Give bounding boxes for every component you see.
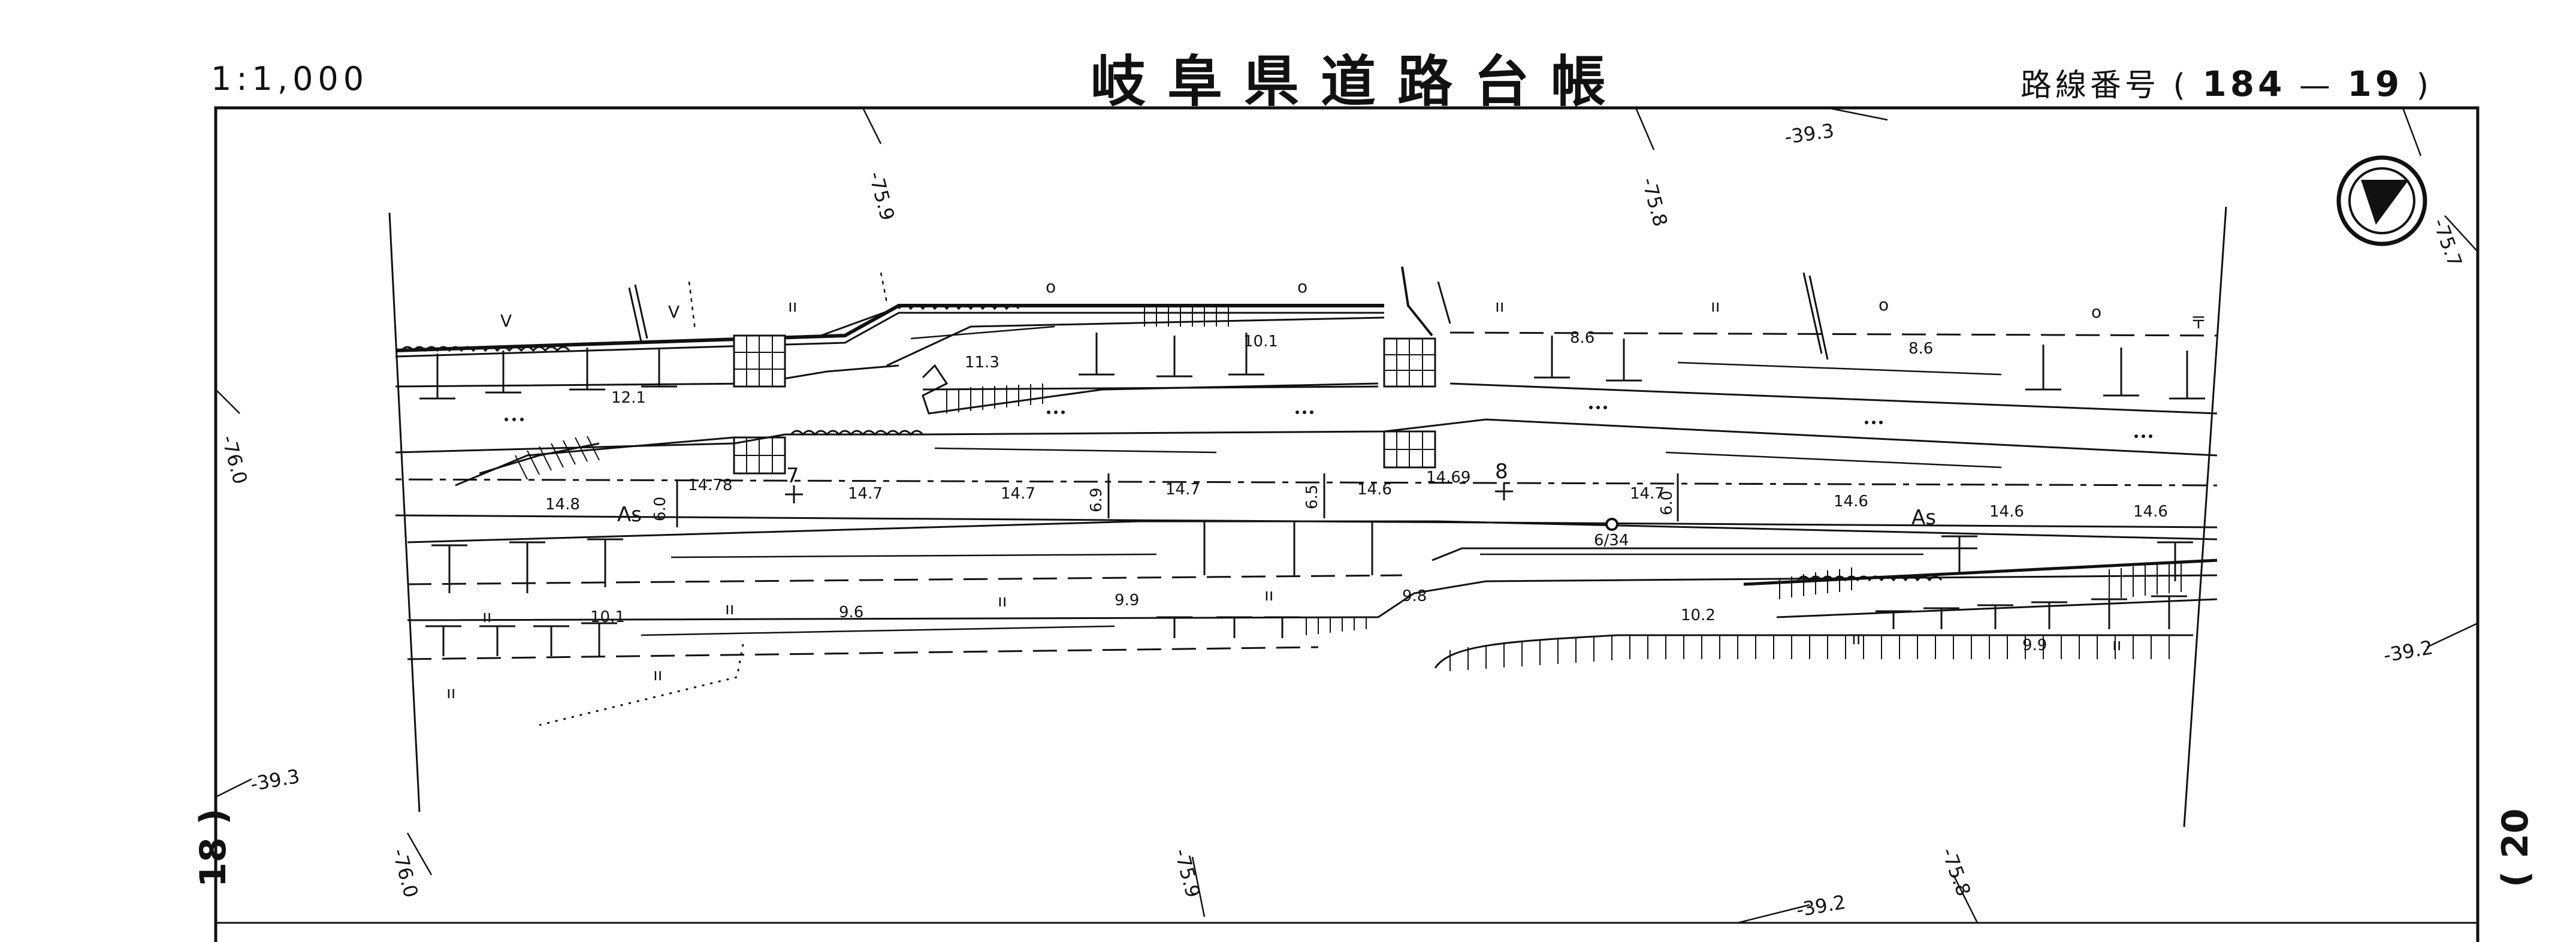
station-number: 7 [786, 464, 799, 488]
grid-label-bottom-b: -75.9 [1170, 846, 1204, 900]
vertical-width-label: 6.0 [1658, 491, 1676, 515]
tree-dots [505, 406, 2152, 438]
width-label: 14.7 [1630, 485, 1665, 503]
width-label: 9.9 [2022, 636, 2047, 654]
vertical-width-label: 6.9 [1088, 488, 1106, 512]
route-label: 路線番号 [2021, 68, 2160, 104]
width-label: 14.6 [1357, 481, 1392, 499]
route-open-paren: ( [2173, 68, 2189, 104]
width-label: 14.6 [1834, 493, 1868, 511]
grid-label-bottom-c: -39.2 [1795, 890, 1847, 922]
pavement-type: As [617, 503, 642, 527]
field-symbol: ıı [482, 606, 492, 626]
field-symbol: ıı [1852, 629, 1861, 648]
width-label: 8.6 [1570, 329, 1594, 347]
section-line-left [388, 212, 421, 813]
station-crosses [785, 482, 1513, 503]
route-close-paren: ) [2416, 68, 2433, 104]
field-symbol: ıı [653, 665, 663, 684]
width-label: 10.1 [1243, 333, 1278, 351]
vertical-width-label: 6.5 [1303, 485, 1321, 509]
bush-symbol: o [1046, 277, 1056, 297]
grid-label-top-d: -75.7 [2428, 216, 2466, 270]
field-symbol: ıı [1264, 585, 1274, 605]
width-label: 14.7 [848, 485, 883, 503]
section-line-right [2183, 206, 2227, 828]
map-frame [214, 106, 2480, 942]
field-symbol: ıı [788, 296, 798, 316]
width-ticks [676, 473, 1679, 527]
route-id: 184 [2202, 64, 2286, 104]
width-label: 14.6 [1989, 503, 2024, 521]
upper-frontage-road [395, 266, 2218, 415]
map-scale: 1:1,000 [211, 60, 369, 98]
field-symbol: ıı [725, 599, 735, 618]
slope-symbols [419, 333, 2205, 656]
width-label: 8.6 [1908, 340, 1933, 358]
drain-culverts [733, 334, 1436, 475]
grid-ticks [215, 107, 2478, 924]
field-symbol: ıı [446, 683, 456, 702]
grid-label-left-a: -76.0 [217, 433, 252, 487]
bush-symbol: o [1879, 295, 1889, 315]
grid-label-top-a: -75.9 [864, 169, 899, 223]
field-symbol: ıı [2112, 635, 2122, 654]
dimension-arrows [641, 325, 2002, 636]
width-label: 14.7 [1001, 485, 1035, 503]
grid-label-bottom-d: -75.8 [1937, 845, 1975, 899]
route-dash: — [2299, 68, 2334, 104]
width-label: 14.6 [2133, 503, 2168, 521]
width-label: 9.6 [839, 603, 863, 621]
width-label: 9.9 [1115, 591, 1139, 609]
middle-berm [395, 418, 2218, 487]
width-label: 14.78 [688, 476, 732, 494]
width-label: 9.8 [1402, 587, 1427, 605]
dry-field-symbol: V [500, 311, 512, 331]
width-label: 11.3 [965, 354, 999, 372]
marker-code: 6/34 [1594, 532, 1629, 550]
width-label: 10.2 [1681, 606, 1716, 624]
field-symbol: ıı [1711, 296, 1720, 316]
hedge-lines [400, 304, 1943, 582]
grid-label-top-c: -39.3 [1783, 119, 1835, 149]
bush-symbol: o [1297, 277, 1307, 297]
dry-field-symbol: V [668, 302, 680, 322]
survey-marker-icon [1605, 518, 1618, 531]
grid-label-bottom-a: -76.0 [388, 846, 422, 900]
sheet-title: 岐阜県道路台帳 [1091, 50, 1628, 114]
north-arrow-icon [2336, 155, 2427, 246]
vertical-width-label: 6.0 [651, 497, 669, 521]
bush-symbol: o [2091, 302, 2101, 322]
field-symbol: ıı [1495, 296, 1505, 316]
width-label: 12.1 [611, 389, 646, 407]
route-number: 路線番号 ( 184 — 19 ) [2021, 60, 2432, 105]
station-number: 8 [1495, 460, 1508, 484]
grid-label-left-b: -39.3 [249, 765, 301, 796]
width-label: 14.8 [545, 496, 580, 514]
culvert-grid-lines [734, 336, 1435, 473]
width-label: 14.69 [1426, 469, 1470, 487]
grid-label-top-b: -75.8 [1637, 175, 1672, 229]
shrine-symbol: 〒 [2190, 313, 2207, 333]
width-label: 10.1 [590, 608, 625, 626]
pavement-type: As [1911, 506, 1936, 530]
width-label: 14.7 [1165, 481, 1200, 499]
grid-label-right-a: -39.2 [2382, 636, 2435, 667]
field-symbol: ıı [998, 591, 1007, 611]
embankment-hatching [515, 306, 2182, 671]
route-sheet-number: 19 [2347, 64, 2403, 104]
